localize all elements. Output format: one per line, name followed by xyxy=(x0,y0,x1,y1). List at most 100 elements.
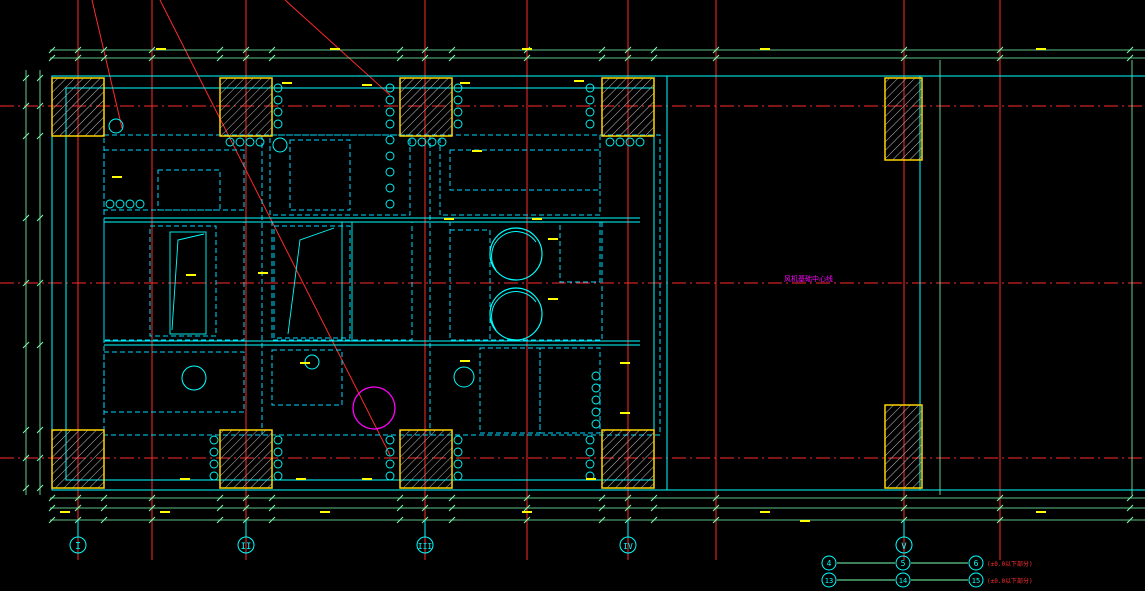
bolt-circle xyxy=(591,383,601,393)
bolt-circle xyxy=(427,137,437,147)
dim-tick xyxy=(900,54,908,62)
dim-tick xyxy=(36,279,44,287)
axis-label-5: V xyxy=(901,542,907,552)
dim-tick xyxy=(1126,54,1134,62)
column-6 xyxy=(219,429,273,489)
dim-tick xyxy=(996,54,1004,62)
dim-tick xyxy=(148,54,156,62)
bolt-circle xyxy=(407,137,417,147)
dim-tick xyxy=(268,54,276,62)
anchor-bolts xyxy=(105,83,645,481)
dim-label-mark xyxy=(760,48,770,50)
bolt-circle xyxy=(385,83,395,93)
dim-label-mark xyxy=(620,362,630,364)
dim-label-mark xyxy=(258,272,268,274)
dim-tick xyxy=(448,54,456,62)
pipe-circle-a xyxy=(181,365,207,391)
bolt-circle xyxy=(115,199,125,209)
dim-tick xyxy=(396,504,404,512)
dim-label-mark xyxy=(362,478,372,480)
dim-label-mark xyxy=(296,478,306,480)
dim-tick xyxy=(242,46,250,54)
legend-note-2: (±0.0以下部分) xyxy=(987,577,1033,585)
bolt-circle xyxy=(209,435,219,445)
dim-tick xyxy=(1126,516,1134,524)
dim-label-mark xyxy=(472,150,482,152)
column-10 xyxy=(884,404,923,489)
column-5 xyxy=(51,429,105,489)
axis-bubble-3: III xyxy=(416,520,434,554)
dim-tick xyxy=(216,54,224,62)
bolt-circle xyxy=(453,447,463,457)
bolt-circle xyxy=(453,459,463,469)
dim-tick xyxy=(22,341,30,349)
bolt-circle xyxy=(209,459,219,469)
dim-tick xyxy=(421,54,429,62)
dim-tick xyxy=(100,504,108,512)
legend-r2-c: 15 xyxy=(972,577,980,585)
bolt-circle xyxy=(437,137,447,147)
dim-tick xyxy=(22,102,30,110)
dim-tick xyxy=(36,341,44,349)
dimension-ticks xyxy=(22,46,1134,524)
duct-openings xyxy=(108,118,543,430)
dim-tick xyxy=(148,46,156,54)
bolt-circle xyxy=(385,435,395,445)
dim-tick xyxy=(712,504,720,512)
bolt-circle xyxy=(585,447,595,457)
dim-tick xyxy=(523,54,531,62)
dim-label-mark xyxy=(320,511,330,513)
dim-tick xyxy=(448,494,456,502)
dim-tick xyxy=(523,494,531,502)
bolt-circle xyxy=(273,83,283,93)
bolt-circle xyxy=(273,95,283,105)
bolt-circle xyxy=(209,471,219,481)
pipe-circle-b xyxy=(453,366,475,388)
dim-tick xyxy=(216,516,224,524)
bolt-circle xyxy=(605,137,615,147)
dim-label-mark xyxy=(532,218,542,220)
dim-label-mark xyxy=(586,478,596,480)
dim-tick xyxy=(216,46,224,54)
dim-label-mark xyxy=(112,176,122,178)
dim-tick xyxy=(100,494,108,502)
dim-tick xyxy=(598,54,606,62)
dim-tick xyxy=(36,426,44,434)
dim-label-mark xyxy=(180,478,190,480)
dim-tick xyxy=(48,494,56,502)
column-9 xyxy=(884,77,923,161)
dim-tick xyxy=(996,504,1004,512)
bolt-circle xyxy=(585,459,595,469)
dim-tick xyxy=(22,426,30,434)
legend-r1-c: 6 xyxy=(974,559,979,568)
dim-tick xyxy=(22,214,30,222)
dim-label-mark xyxy=(330,48,340,50)
dim-tick xyxy=(268,516,276,524)
bolt-circle xyxy=(385,135,395,145)
dim-tick xyxy=(996,516,1004,524)
bolt-circle xyxy=(585,107,595,117)
dim-tick xyxy=(74,504,82,512)
dim-label-mark xyxy=(60,511,70,513)
dim-tick xyxy=(624,46,632,54)
pipe-circle-e xyxy=(272,137,288,153)
dim-tick xyxy=(48,54,56,62)
bolt-circle xyxy=(417,137,427,147)
bolt-circle xyxy=(453,95,463,105)
duct-circle-upper xyxy=(489,227,543,281)
dim-tick xyxy=(624,494,632,502)
dashed-walls xyxy=(103,134,661,436)
axis-bubble-4: IV xyxy=(619,520,637,554)
dim-tick xyxy=(268,494,276,502)
dim-tick xyxy=(22,279,30,287)
bolt-circle xyxy=(453,83,463,93)
dim-label-mark xyxy=(300,362,310,364)
bolt-circle xyxy=(135,199,145,209)
axis-bubble-2: II xyxy=(237,520,255,554)
dim-tick xyxy=(650,494,658,502)
dim-tick xyxy=(148,504,156,512)
duct-circle-lower xyxy=(489,287,543,341)
axis-label-2: II xyxy=(241,542,252,552)
dim-tick xyxy=(650,46,658,54)
